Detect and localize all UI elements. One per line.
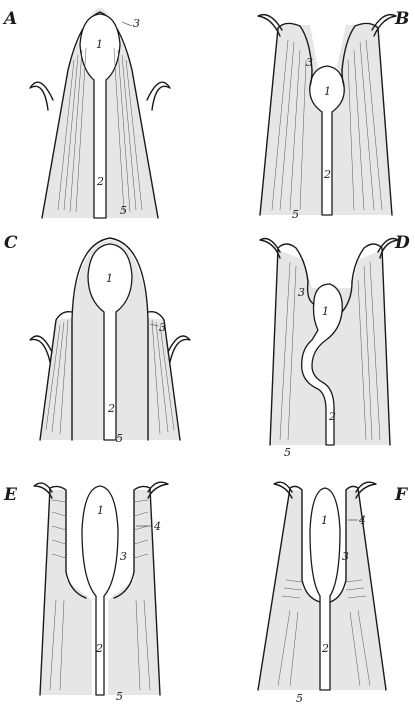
- label-4-e: 4: [153, 520, 161, 533]
- label-2-a: 2: [96, 175, 104, 188]
- label-5-f: 5: [296, 692, 303, 705]
- label-1-b: 1: [324, 85, 331, 98]
- label-5-e: 5: [116, 690, 123, 703]
- panel-letter-d: D: [394, 233, 410, 253]
- label-1-e: 1: [97, 504, 104, 517]
- label-1-c: 1: [106, 272, 113, 285]
- label-3-a: 3: [133, 17, 140, 30]
- panel-e: E 1 4 3 2 5: [3, 482, 168, 703]
- label-4-f: 4: [358, 514, 366, 527]
- panel-letter-e: E: [3, 485, 18, 505]
- label-5-c: 5: [116, 432, 123, 445]
- label-2-f: 2: [321, 642, 329, 655]
- hook-right-a: [147, 82, 170, 110]
- label-3-b: 3: [306, 56, 313, 69]
- panel-letter-f: F: [394, 485, 409, 505]
- label-5-a: 5: [120, 204, 127, 217]
- panel-d: D 3 1 2 5: [260, 233, 410, 459]
- hook-right-c: [168, 336, 190, 362]
- panel-b: B 3 1 2 5: [258, 9, 409, 221]
- panel-letter-b: B: [394, 9, 409, 29]
- panel-a: A 1 2 3 5: [2, 8, 170, 218]
- label-2-b: 2: [323, 168, 331, 181]
- panel-letter-a: A: [2, 9, 17, 29]
- label-3-e: 3: [120, 550, 127, 563]
- label-2-d: 2: [328, 410, 336, 423]
- panel-f: F 1 4 3 2 5: [258, 482, 409, 705]
- label-5-b: 5: [292, 208, 299, 221]
- label-2-e: 2: [95, 642, 103, 655]
- hook-right-b: [372, 15, 396, 36]
- label-5-d: 5: [284, 446, 291, 459]
- hook-left-a: [30, 82, 53, 110]
- panel-c: C 1 3 2 5: [4, 233, 190, 445]
- label-3-f: 3: [342, 550, 349, 563]
- label-1-f: 1: [321, 514, 328, 527]
- label-3-c: 3: [159, 321, 166, 334]
- label-1-d: 1: [322, 305, 329, 318]
- hook-left-c: [30, 336, 52, 362]
- panel-letter-c: C: [4, 233, 18, 253]
- label-2-c: 2: [107, 402, 115, 415]
- label-1-a: 1: [96, 38, 103, 51]
- hook-left-d: [260, 239, 280, 259]
- hook-left-b: [258, 15, 282, 36]
- label-3-d: 3: [298, 286, 305, 299]
